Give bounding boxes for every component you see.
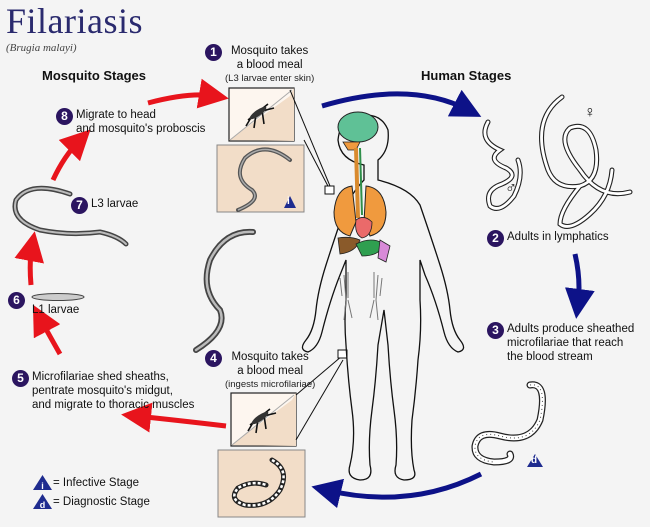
microfilaria-sheathed: [471, 381, 546, 466]
arrow-3-to-4: [311, 471, 483, 509]
step-badge: 4: [205, 350, 222, 367]
microfilaria-in-mosquito: [193, 228, 256, 353]
legend: i = Infective Stage d = Diagnostic Stage: [33, 475, 150, 513]
step-text: the blood stream: [507, 351, 593, 363]
step-text: pentrate mosquito's midgut,: [32, 385, 173, 397]
step-text: and mosquito's proboscis: [76, 123, 206, 135]
human-stages-heading: Human Stages: [421, 68, 512, 83]
lymphatic-vessels: [339, 272, 383, 321]
legend-item-diagnostic: d = Diagnostic Stage: [33, 494, 150, 510]
step-note: (ingests microfilariae): [225, 379, 316, 390]
infective-triangle-icon: i: [33, 475, 52, 491]
diagnostic-stage-marker: d: [531, 455, 538, 466]
step-text: Microfilariae shed sheaths,: [32, 371, 169, 383]
l3-larva: [12, 185, 129, 247]
adult-female-worm: [539, 94, 633, 229]
esophagus: [359, 147, 363, 216]
step-2: 2 Adults in lymphatics: [487, 230, 609, 247]
svg-text:d: d: [40, 500, 46, 510]
step-text: Migrate to head: [76, 109, 156, 121]
step-note: (L3 larvae enter skin): [225, 73, 315, 84]
step-text: Adults produce sheathed: [507, 323, 635, 335]
step-badge: 3: [487, 322, 504, 339]
mosquito-stages-heading: Mosquito Stages: [42, 68, 147, 83]
legend-item-infective: i = Infective Stage: [33, 475, 150, 491]
inset-mosquito-bite-1: [228, 87, 295, 142]
l1-larva: [31, 293, 85, 301]
svg-text:i: i: [41, 481, 44, 491]
step-text: a blood meal: [237, 365, 304, 377]
step-badge: 1: [205, 44, 222, 61]
inset-l3-larva: [216, 144, 305, 213]
diagnostic-stage-triangle: [527, 454, 543, 467]
spleen: [377, 239, 391, 263]
male-symbol: ♂: [505, 180, 517, 197]
step-text: microfilariae that reach: [507, 337, 624, 349]
step-badge: 5: [12, 370, 29, 387]
infective-stage-marker: i: [287, 196, 290, 207]
brain: [337, 111, 379, 143]
arrow-8-to-1: [147, 78, 229, 109]
bite-site-upper: [324, 185, 335, 195]
arrow-5-to-6: [32, 304, 63, 356]
arrow-7-to-8: [50, 129, 91, 182]
step-3: 3 Adults produce sheathed microfilariae …: [487, 322, 634, 364]
bite-site-lower: [337, 349, 348, 359]
left-lung: [333, 185, 357, 237]
inset-microfilaria: [217, 449, 306, 518]
step-1: 1 Mosquito takes a blood meal (L3 larvae…: [205, 44, 325, 86]
arrow-6-to-7: [14, 231, 44, 286]
step-badge: 6: [8, 292, 25, 309]
female-symbol: ♀: [584, 104, 596, 121]
step-6: 6: [8, 291, 28, 309]
step-8: 8 Migrate to head and mosquito's probosc…: [56, 108, 205, 136]
arrow-1-to-2: [321, 89, 482, 117]
step-5: 5 Microfilariae shed sheaths, pentrate m…: [12, 370, 194, 412]
trachea: [354, 147, 360, 219]
step-7: 7 L3 larvae: [71, 197, 138, 214]
liver: [337, 236, 361, 255]
arrow-4-to-5: [121, 402, 227, 433]
diagnostic-triangle-icon: d: [33, 494, 52, 510]
adult-male-worm: [482, 119, 523, 211]
step-badge: 7: [71, 197, 88, 214]
step-4: 4 Mosquito takes a blood meal (ingests m…: [205, 350, 330, 392]
legend-label: = Diagnostic Stage: [53, 496, 150, 508]
step-text: L3 larvae: [91, 198, 139, 210]
diagram-subtitle: (Brugia malayi): [6, 42, 77, 54]
step-badge: 8: [56, 108, 73, 125]
step-text: a blood meal: [236, 59, 303, 71]
step-text: Adults in lymphatics: [507, 231, 609, 243]
step-badge: 2: [487, 230, 504, 247]
inset-mosquito-bite-4: [230, 392, 297, 447]
step-6-label: L1 larvae: [32, 304, 80, 316]
step-text: Mosquito takes: [231, 351, 309, 363]
arrow-2-to-3: [564, 253, 595, 319]
legend-label: = Infective Stage: [53, 477, 139, 489]
heart: [355, 217, 373, 239]
diagram-title: Filariasis: [6, 1, 143, 41]
step-text: and migrate to thoracic muscles: [32, 399, 195, 411]
step-text: Mosquito takes: [230, 45, 309, 57]
human-figure: [301, 114, 465, 481]
